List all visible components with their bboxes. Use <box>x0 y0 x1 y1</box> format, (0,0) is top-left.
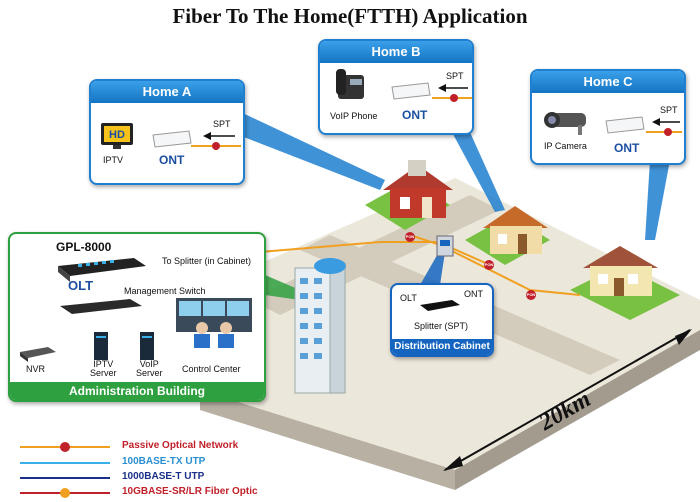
legend-10gbase-swatch <box>20 488 110 498</box>
street-cabinet <box>436 235 454 257</box>
control-center-label: Control Center <box>182 364 241 374</box>
iptv-label: IPTV <box>103 155 124 165</box>
cabinet-ont-label: ONT <box>464 289 483 299</box>
ont-device-icon <box>152 130 192 148</box>
house-a <box>383 160 453 218</box>
admin-building-callout: GPL-8000 OLT To Splitter (in Cabinet) Ma… <box>8 232 266 402</box>
home-a-title: Home A <box>91 81 243 103</box>
home-b-spt-label: SPT <box>446 71 464 81</box>
home-c-callout: Home C IP Camera ONT SPT <box>530 69 686 165</box>
legend-100base-tx-swatch <box>20 462 110 464</box>
mgmt-switch-label: Management Switch <box>124 286 206 296</box>
distance-line <box>444 329 691 471</box>
home-b-ont-label: ONT <box>402 108 428 122</box>
distance-arrow-left <box>443 456 463 471</box>
nvr-label: NVR <box>26 364 46 374</box>
admin-building-tower <box>294 258 346 394</box>
spt-arrow-icon <box>203 132 235 140</box>
pon-badge: PON <box>484 260 494 270</box>
voip-server-label: VoIP Server <box>136 359 163 378</box>
house-c <box>583 246 658 296</box>
ground-edge <box>200 390 455 490</box>
spt-arrow-icon <box>438 84 468 92</box>
callout-pointer-admin <box>265 275 300 300</box>
voip-phone-label: VoIP Phone <box>330 111 378 121</box>
iptv-server-icon <box>94 332 108 360</box>
iptv-server-label: IPTV Server <box>90 359 117 378</box>
home-c-title: Home C <box>532 71 684 93</box>
fiber-link-icon <box>191 142 241 150</box>
pon-line-admin <box>259 241 440 253</box>
pon-line-a <box>409 234 441 246</box>
mgmt-switch-icon <box>60 299 142 314</box>
cabinet-olt-label: OLT <box>400 293 417 303</box>
splitter-icon <box>420 300 460 311</box>
callout-pointer-b <box>440 110 505 212</box>
legend-label: 1000BASE-T UTP <box>122 471 205 482</box>
ont-device-icon <box>605 116 645 134</box>
legend: Passive Optical Network 100BASE-TX UTP 1… <box>0 436 300 502</box>
home-a-callout: Home A HD IPTV ONT SPT <box>89 79 245 185</box>
legend-1000base-t-swatch <box>20 477 110 479</box>
cabinet-footer: Distribution Cabinet <box>392 339 492 355</box>
hd-badge: HD <box>109 129 125 141</box>
fiber-link-icon <box>646 128 682 136</box>
diagram-title: Fiber To The Home(FTTH) Application <box>172 4 528 28</box>
home-a-ont-label: ONT <box>159 153 185 167</box>
distance-arrow-right <box>675 329 692 345</box>
legend-label: Passive Optical Network <box>122 440 239 451</box>
camera-icon <box>544 112 586 135</box>
phone-icon <box>336 69 364 99</box>
legend-label: 100BASE-TX UTP <box>122 456 206 467</box>
olt-label: OLT <box>68 278 94 293</box>
ground-edge-right <box>455 330 700 490</box>
callout-pointer-c <box>645 160 670 240</box>
home-c-ont-label: ONT <box>614 141 640 155</box>
ip-camera-label: IP Camera <box>544 141 587 151</box>
voip-server-icon <box>140 332 154 360</box>
home-b-title: Home B <box>320 41 472 63</box>
ont-device-icon <box>391 82 431 100</box>
callout-pointer-a <box>200 100 385 190</box>
legend-pon-swatch <box>20 442 110 452</box>
admin-building-footer: Administration Building <box>10 382 264 400</box>
home-b-callout: Home B VoIP Phone ONT SPT <box>318 39 474 135</box>
pon-badge: PON <box>405 232 415 242</box>
fiber-link-icon <box>432 94 472 102</box>
spt-arrow-icon <box>652 118 680 126</box>
to-splitter-label: To Splitter (in Cabinet) <box>162 256 252 266</box>
callout-pointer-cabinet <box>420 250 445 285</box>
home-a-spt-label: SPT <box>213 119 231 129</box>
distribution-cabinet-callout: OLT ONT Splitter (SPT) Distribution Cabi… <box>390 283 494 357</box>
control-center-icon <box>176 298 252 348</box>
tv-icon <box>101 123 133 149</box>
house-b <box>483 206 548 254</box>
pon-badge: PON <box>526 290 536 300</box>
olt-switch-icon <box>58 258 146 282</box>
cabinet-splitter-label: Splitter (SPT) <box>414 321 469 331</box>
legend-label: 10GBASE-SR/LR Fiber Optic <box>122 486 258 497</box>
gpl-8000-label: GPL-8000 <box>56 240 112 254</box>
nvr-icon <box>20 347 56 362</box>
home-c-spt-label: SPT <box>660 105 678 115</box>
